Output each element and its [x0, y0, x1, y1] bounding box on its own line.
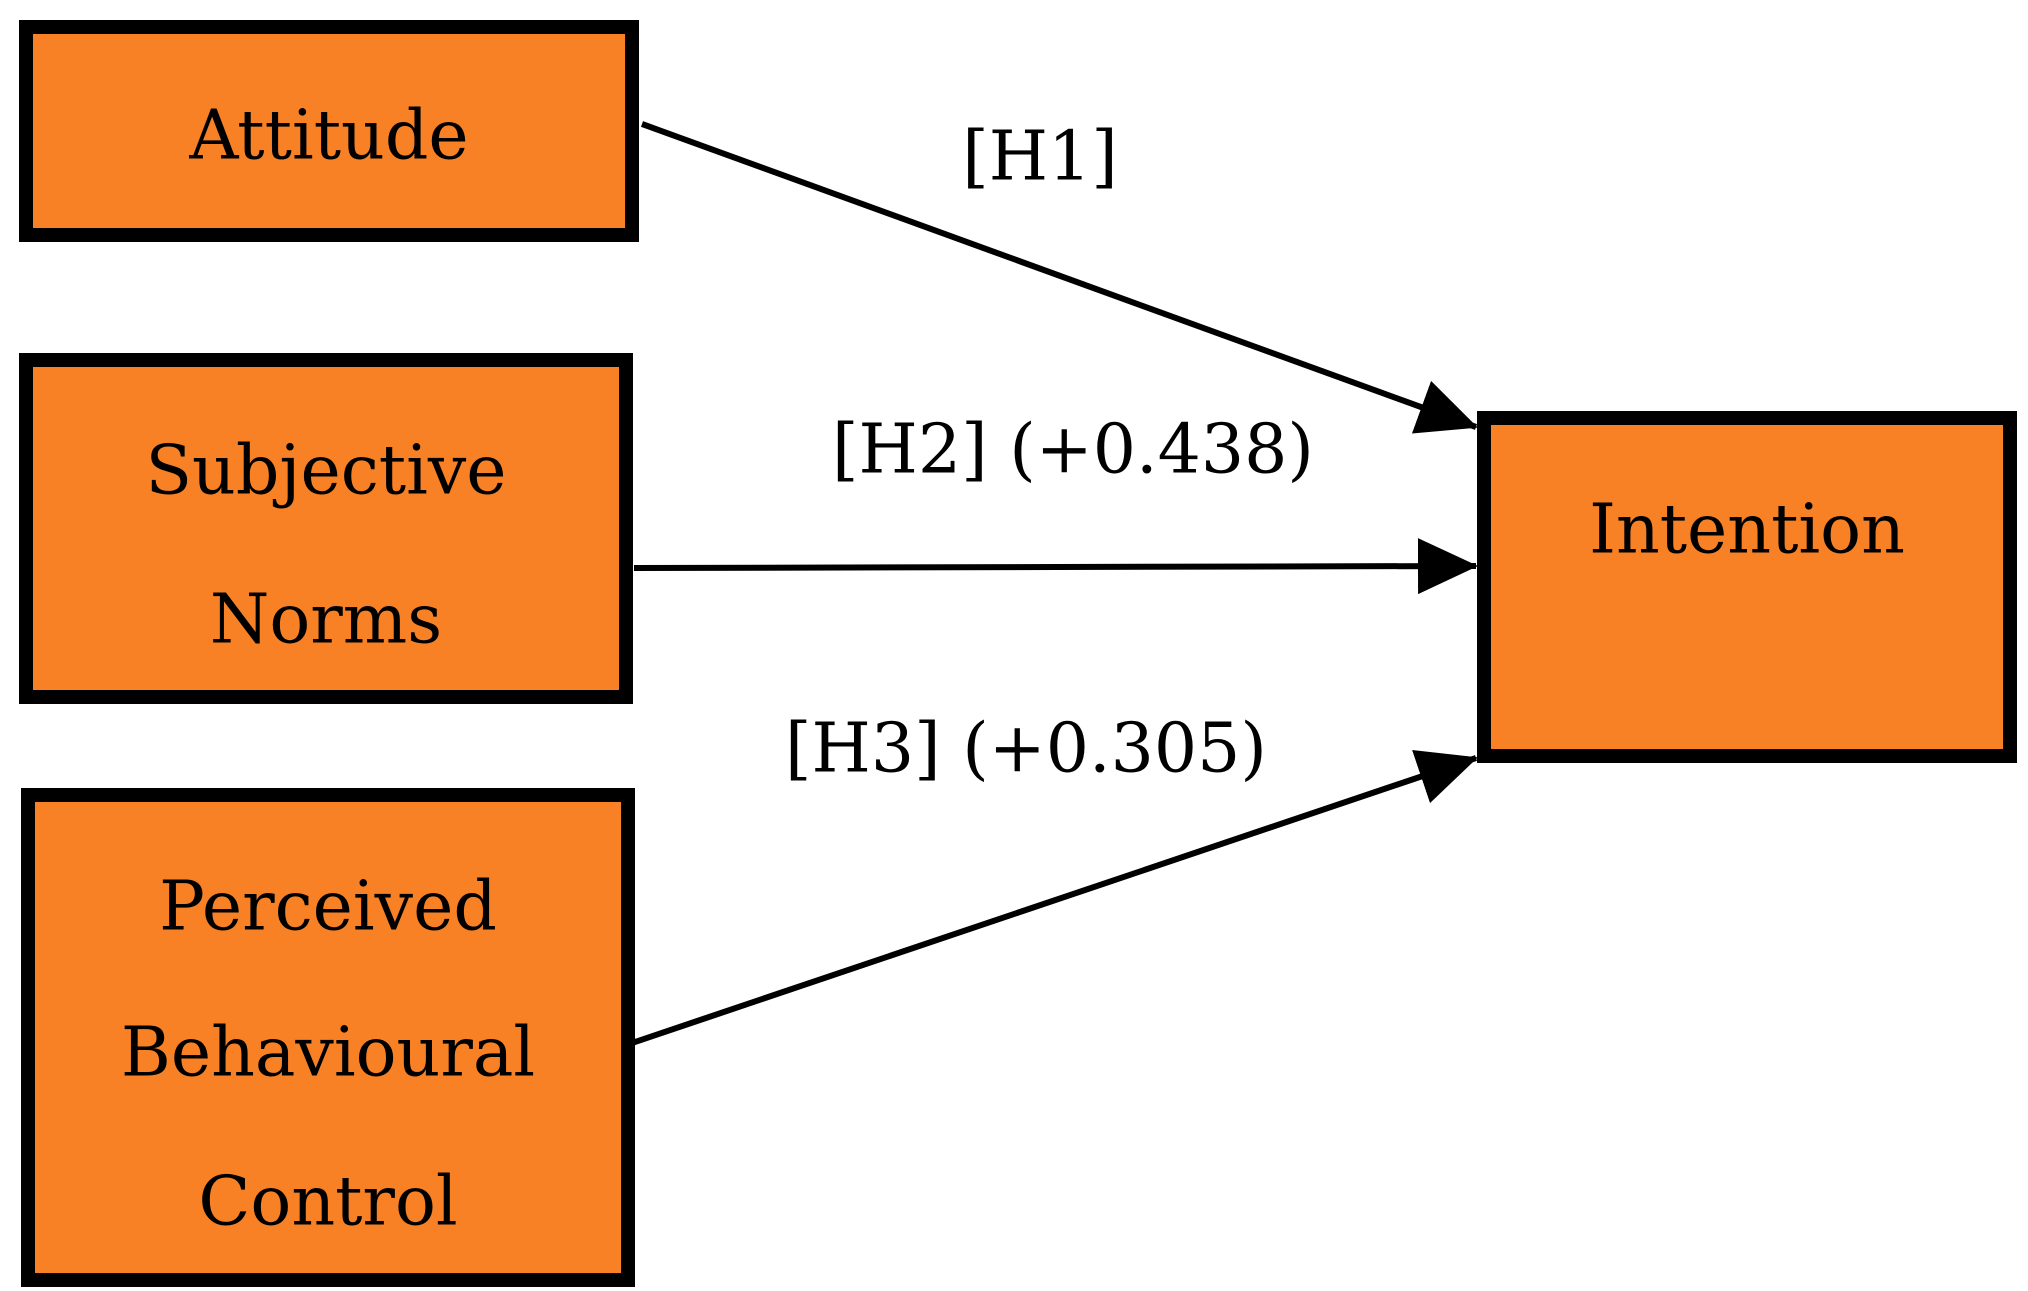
edge-h2-label: [H2] (+0.438): [832, 411, 1314, 490]
pbc-box: [21, 788, 635, 1287]
attitude-box: [19, 20, 639, 242]
pbc-label-line-2: Behavioural: [121, 1014, 535, 1093]
node-subjective-norms: Subjective Norms: [19, 353, 633, 704]
node-perceived-behavioural-control: Perceived Behavioural Control: [21, 788, 635, 1287]
edge-h1-label: [H1]: [962, 118, 1118, 197]
subjective-norms-box: [19, 353, 633, 704]
intention-label: Intention: [1589, 491, 1905, 570]
subjective-norms-label-line-1: Subjective: [145, 432, 506, 511]
edges: [H1] [H2] (+0.438) [H3] (+0.305): [631, 118, 1478, 1046]
intention-box: [1477, 411, 2017, 763]
pbc-label-line-3: Control: [198, 1163, 457, 1242]
subjective-norms-label-line-2: Norms: [210, 581, 442, 660]
attitude-label: Attitude: [188, 97, 468, 176]
edge-h3-arrow: [631, 750, 1478, 1046]
node-attitude: Attitude: [19, 20, 639, 242]
edge-h3-label: [H3] (+0.305): [785, 710, 1267, 789]
edge-h1-arrow: [640, 121, 1478, 434]
pbc-label-line-1: Perceived: [159, 868, 497, 947]
node-intention: Intention: [1477, 411, 2017, 763]
edge-h2-arrow: [633, 538, 1478, 595]
